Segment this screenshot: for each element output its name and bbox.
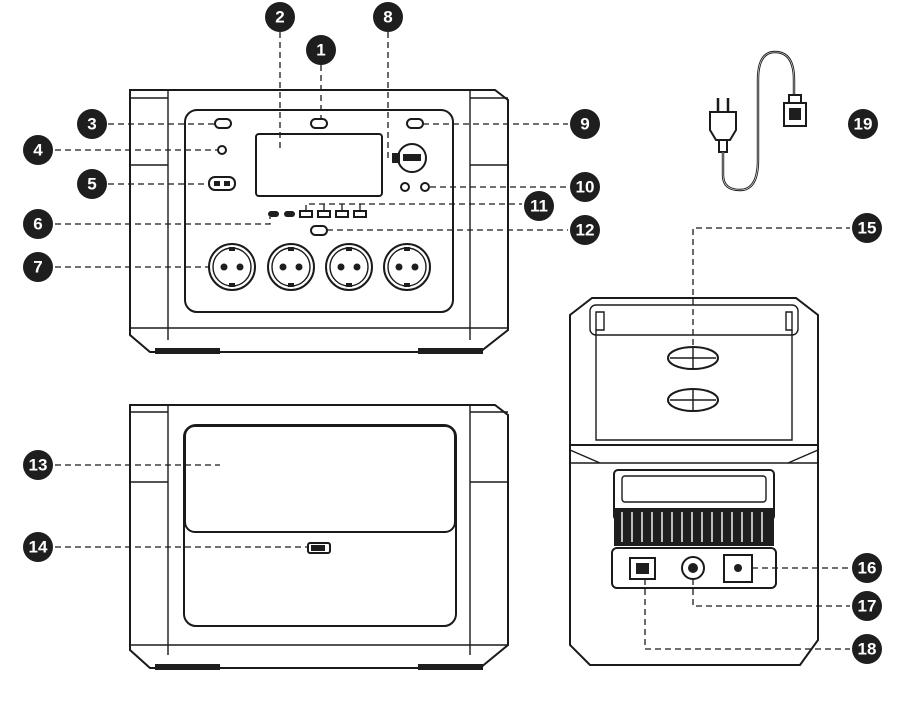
callout-badge-5: 5 — [77, 169, 107, 199]
callout-badge-16: 16 — [852, 553, 882, 583]
svg-text:19: 19 — [854, 115, 873, 134]
callout-badge-1: 1 — [306, 35, 336, 65]
svg-text:6: 6 — [33, 215, 42, 234]
leader-lines — [55, 32, 850, 650]
usb-a-port-4 — [353, 210, 367, 218]
callout-badge-7: 7 — [23, 252, 53, 282]
callout-badge-17: 17 — [852, 591, 882, 621]
callout-badge-10: 10 — [570, 172, 600, 202]
callout-badge-3: 3 — [77, 109, 107, 139]
svg-text:13: 13 — [29, 456, 48, 475]
callout-badge-14: 14 — [23, 532, 53, 562]
svg-text:11: 11 — [530, 197, 548, 216]
callout-badge-12: 12 — [570, 215, 600, 245]
usb-a-port-3 — [335, 210, 349, 218]
usb-a-port-1 — [299, 210, 313, 218]
svg-text:2: 2 — [275, 8, 284, 27]
callout-badge-2: 2 — [265, 2, 295, 32]
svg-text:12: 12 — [576, 221, 595, 240]
usb-c-port-2 — [284, 211, 295, 217]
svg-text:5: 5 — [87, 175, 96, 194]
svg-text:4: 4 — [33, 141, 43, 160]
svg-text:8: 8 — [383, 8, 392, 27]
dc-input-port — [208, 176, 236, 191]
usb-c-port-1 — [268, 211, 279, 217]
callout-badge-18: 18 — [852, 634, 882, 664]
svg-text:7: 7 — [33, 258, 42, 277]
callout-badge-4: 4 — [23, 135, 53, 165]
callout-badge-19: 19 — [848, 109, 878, 139]
svg-text:9: 9 — [580, 115, 589, 134]
svg-text:18: 18 — [858, 640, 877, 659]
rear-cover-panel — [184, 425, 456, 533]
cooling-vent — [614, 508, 774, 546]
callout-badge-9: 9 — [570, 109, 600, 139]
power-button[interactable] — [214, 118, 232, 129]
svg-text:14: 14 — [29, 538, 48, 557]
callout-badge-15: 15 — [852, 213, 882, 243]
callout-badge-6: 6 — [23, 209, 53, 239]
side-view — [569, 297, 819, 666]
usb-a-port-2 — [317, 210, 331, 218]
back-view — [129, 404, 509, 670]
svg-text:15: 15 — [858, 219, 877, 238]
svg-text:16: 16 — [858, 559, 877, 578]
display-button[interactable] — [310, 118, 328, 129]
callout-badge-11: 11 — [524, 191, 554, 221]
usb-button[interactable] — [310, 225, 328, 236]
dc5521-port-right — [420, 182, 430, 192]
svg-text:1: 1 — [316, 41, 325, 60]
light-button[interactable] — [217, 145, 227, 155]
svg-text:10: 10 — [576, 178, 595, 197]
svg-text:17: 17 — [858, 597, 877, 616]
callout-badge-13: 13 — [23, 450, 53, 480]
dc5521-port-left — [400, 182, 410, 192]
front-view — [129, 89, 509, 354]
svg-text:3: 3 — [87, 115, 96, 134]
ac-button[interactable] — [406, 118, 424, 129]
callout-badge-8: 8 — [373, 2, 403, 32]
ac-charging-cable — [709, 50, 807, 192]
lcd-display — [255, 133, 383, 197]
